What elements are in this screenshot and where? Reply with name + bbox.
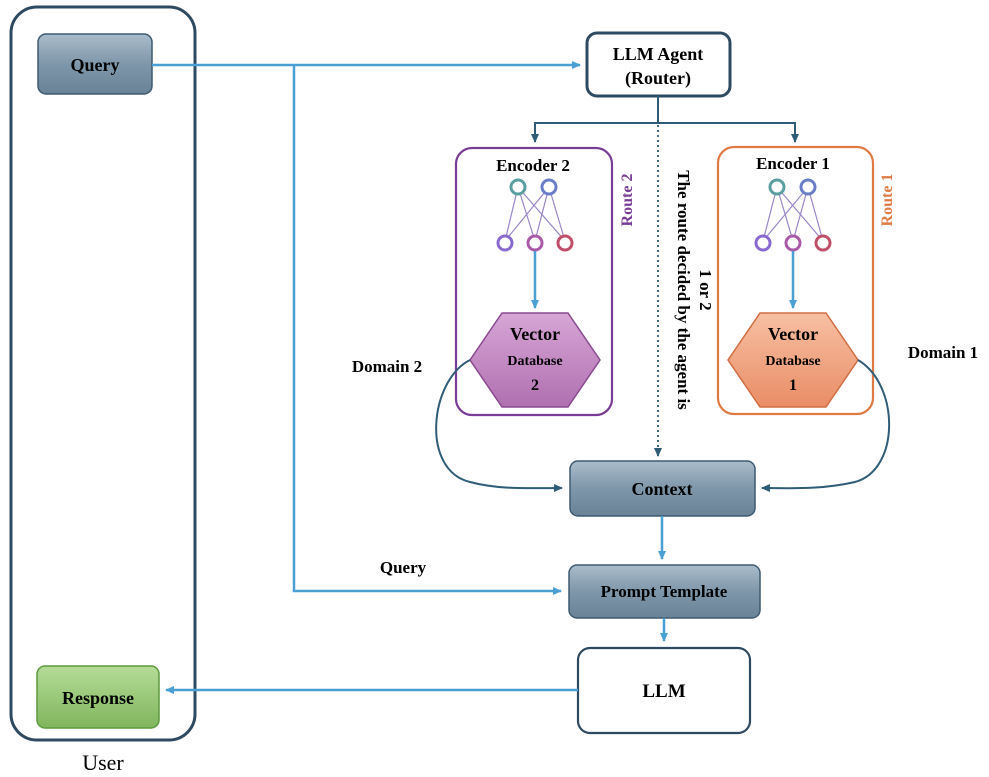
llm-box: LLM — [576, 646, 752, 735]
response-box: Response — [36, 665, 160, 729]
user-panel — [9, 5, 197, 742]
arrow-query-to-prompt — [292, 65, 562, 595]
router-label: (Router) — [625, 68, 691, 89]
vdb1-line3: 1 — [789, 377, 797, 394]
prompt-template-box: Prompt Template — [568, 564, 761, 619]
query-mid-label: Query — [380, 558, 427, 577]
context-box: Context — [569, 460, 756, 517]
vdb1-line1: Vector — [768, 324, 818, 344]
arrow-agent-to-route1 — [658, 122, 799, 143]
encoder1-label: Encoder 1 — [756, 154, 830, 173]
domain1-label: Domain 1 — [908, 343, 978, 362]
prompt-template-label: Prompt Template — [601, 582, 728, 601]
route-note-line1: The route decided by the agent is — [674, 170, 693, 410]
domain2-label: Domain 2 — [352, 357, 422, 376]
arrow-vdb1-to-context — [761, 359, 891, 493]
route2-label: Route 2 — [619, 174, 636, 227]
arrow-agent-to-route2 — [531, 96, 659, 143]
route1-label: Route 1 — [879, 174, 896, 227]
encoder2-network-icon — [496, 178, 574, 252]
route2-box — [454, 146, 614, 417]
llm-agent-router-box: LLM Agent (Router) — [585, 31, 732, 98]
response-label: Response — [62, 688, 134, 708]
route-note-line2: 1 or 2 — [696, 269, 715, 310]
vdb1-line2: Database — [765, 354, 820, 369]
vdb2-line1: Vector — [510, 324, 560, 344]
vector-database-2: Vector Database 2 — [469, 312, 601, 408]
arrow-vdb2-to-context — [435, 359, 563, 493]
encoder1-network-icon — [754, 178, 832, 252]
encoder2-label: Encoder 2 — [496, 156, 570, 175]
query-label: Query — [71, 55, 120, 75]
vector-database-1: Vector Database 1 — [727, 312, 859, 408]
user-label: User — [82, 750, 124, 775]
llm-agent-label: LLM Agent — [613, 44, 704, 64]
route1-box — [716, 145, 875, 416]
context-label: Context — [632, 479, 693, 499]
vdb2-line3: 2 — [531, 377, 539, 394]
query-box: Query — [37, 33, 153, 95]
vdb2-line2: Database — [507, 354, 562, 369]
llm-label: LLM — [642, 681, 685, 702]
